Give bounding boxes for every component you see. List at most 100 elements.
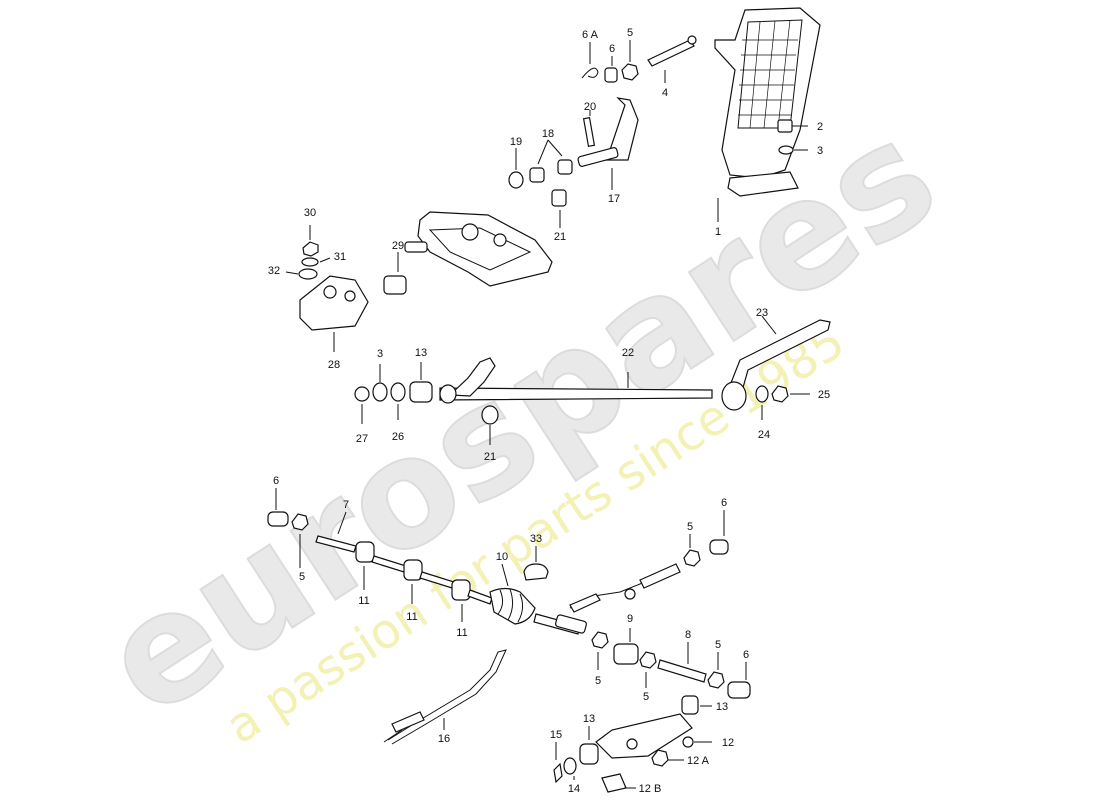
nut-5f (707, 671, 725, 689)
callout-6: 6 (609, 43, 615, 55)
pedal-bracket (417, 211, 553, 287)
pin-20 (582, 116, 596, 148)
bushing-29 (383, 275, 407, 295)
callout-18: 18 (542, 128, 554, 140)
callout-12a: 12 A (687, 755, 710, 767)
bushing-9 (613, 643, 639, 665)
callout-31: 31 (334, 251, 346, 263)
nut-5c (683, 549, 701, 567)
mount-28 (299, 275, 369, 331)
washer-14 (563, 757, 577, 775)
callout-5b: 5 (299, 571, 305, 583)
callout-24: 24 (758, 429, 770, 441)
callout-27: 27 (356, 433, 368, 445)
callout-10: 10 (496, 551, 508, 563)
bushing-18b (557, 159, 573, 175)
clip-15 (553, 762, 563, 784)
bushing-21a (551, 189, 567, 207)
bushing-13b (681, 695, 699, 715)
callout-1: 1 (715, 226, 721, 238)
clip-6a (581, 67, 599, 79)
lever-12 (595, 713, 693, 759)
shaft-22 (439, 387, 713, 401)
pin-4 (647, 39, 695, 67)
callout-9: 9 (627, 613, 633, 625)
callout-30: 30 (304, 207, 316, 219)
cap-33 (523, 563, 549, 581)
socket-6c (709, 539, 729, 555)
callout-6a: 6 A (582, 29, 599, 41)
ball-stud-12 (682, 736, 694, 748)
washer-24 (755, 385, 769, 403)
callout-25: 25 (818, 389, 830, 401)
nut-5b (291, 513, 309, 531)
lever-17 (593, 97, 639, 161)
callout-11b: 11 (406, 611, 417, 623)
callout-33: 33 (530, 533, 542, 545)
callout-23: 23 (756, 307, 768, 319)
washer-32 (298, 268, 318, 280)
callout-5c: 5 (687, 521, 693, 533)
bushing-11a (355, 541, 375, 563)
bushing-11c (451, 579, 471, 601)
callout-13c: 13 (583, 713, 595, 725)
callout-5: 5 (627, 27, 633, 39)
callout-12: 12 (722, 737, 734, 749)
callout-21b: 21 (484, 451, 496, 463)
callout-12b: 12 B (639, 783, 662, 795)
callout-13b: 13 (716, 701, 728, 713)
callout-17: 17 (608, 193, 620, 205)
callout-14: 14 (568, 783, 580, 795)
washer-31 (301, 257, 319, 267)
callout-3b: 3 (377, 348, 383, 360)
callout-32: 32 (268, 265, 280, 277)
callout-3: 3 (817, 145, 823, 157)
rod-16 (387, 649, 507, 745)
washer-3b (372, 382, 388, 402)
nut-5 (621, 63, 639, 81)
callout-6b: 6 (273, 475, 279, 487)
nut-25 (771, 385, 789, 403)
callout-11a: 11 (358, 595, 369, 607)
bushing-13c (579, 743, 599, 765)
callout-29: 29 (392, 240, 404, 252)
bushing-13a (409, 381, 433, 403)
callout-26: 26 (392, 431, 404, 443)
screw-12b (601, 773, 627, 793)
callout-19: 19 (510, 136, 522, 148)
callout-4: 4 (662, 87, 668, 99)
bolt-2 (777, 119, 793, 133)
bushing-11b (403, 559, 423, 581)
callout-8: 8 (685, 629, 691, 641)
callout-6c: 6 (721, 497, 727, 509)
callout-7: 7 (343, 499, 349, 511)
accelerator-pedal (714, 7, 821, 197)
callout-16: 16 (438, 733, 450, 745)
callout-22: 22 (622, 347, 634, 359)
callout-21a: 21 (554, 231, 566, 243)
washer-3 (778, 145, 794, 155)
rod-8 (657, 659, 707, 683)
nut-5d (591, 631, 609, 649)
rod-7 (315, 535, 357, 553)
washer-26 (390, 382, 406, 402)
callout-13a: 13 (415, 347, 427, 359)
callout-20: 20 (584, 101, 596, 113)
callout-2: 2 (817, 121, 823, 133)
bushing-21b (481, 405, 499, 425)
callout-5d: 5 (595, 675, 601, 687)
nut-5e (639, 651, 657, 669)
nut-27 (354, 386, 370, 402)
callout-15: 15 (550, 729, 562, 741)
bushing-18a (529, 167, 545, 183)
callout-5e: 5 (643, 691, 649, 703)
socket-6d (727, 681, 751, 699)
socket-6b (267, 511, 289, 527)
washer-19 (508, 171, 524, 189)
callout-6d: 6 (743, 649, 749, 661)
callout-28: 28 (328, 359, 340, 371)
callout-5f: 5 (715, 639, 721, 651)
callout-11c: 11 (456, 627, 467, 639)
nut-30 (302, 241, 319, 257)
